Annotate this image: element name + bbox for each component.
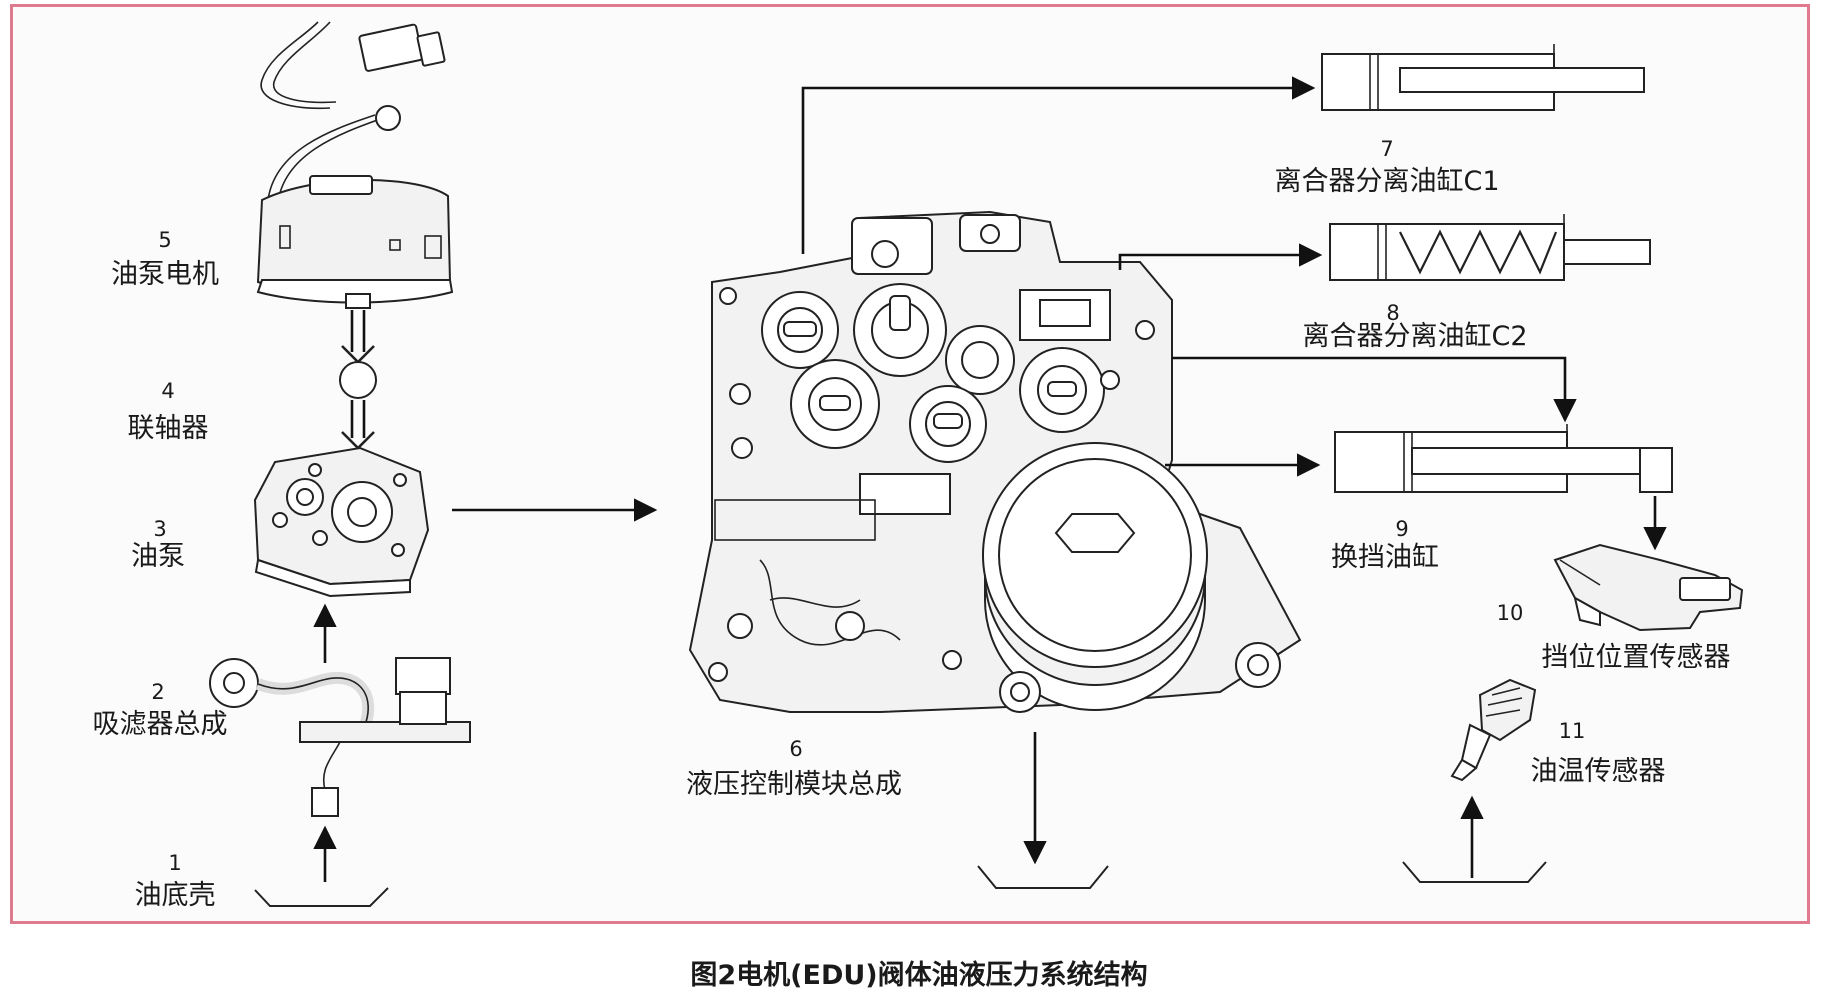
component-5-number: 5 (158, 228, 171, 252)
oil-sump-symbol-center (977, 865, 1109, 889)
shaft-arrow-top (341, 310, 375, 364)
component-4-number: 4 (161, 379, 174, 403)
component-1-label: 油底壳 (135, 880, 216, 911)
gear-position-sensor-drawing (1553, 543, 1744, 632)
component-10-label: 挡位位置传感器 (1542, 642, 1731, 673)
flow-arrow-module-to-shift (1172, 356, 1577, 423)
shift-cylinder-drawing (1334, 424, 1673, 493)
component-7-number: 7 (1380, 137, 1393, 161)
component-5-label: 油泵电机 (111, 259, 219, 290)
component-7-label: 离合器分离油缸C1 (1274, 166, 1499, 197)
component-11-label: 油温传感器 (1531, 756, 1666, 787)
shaft-arrow-bottom (341, 400, 375, 450)
oil-sump-symbol (254, 887, 389, 907)
coupling-drawing (339, 361, 377, 399)
component-8-label: 离合器分离油缸C2 (1302, 321, 1527, 352)
component-3-number: 3 (153, 517, 166, 541)
component-2-label: 吸滤器总成 (93, 709, 228, 740)
suction-filter-drawing (209, 657, 471, 817)
oil-sump-symbol-right (1402, 861, 1547, 883)
component-10-number: 10 (1497, 601, 1524, 625)
component-2-number: 2 (151, 680, 164, 704)
oil-pump-motor-drawing (256, 21, 454, 309)
oil-temperature-sensor-drawing (1450, 678, 1537, 782)
component-8-number: 8 (1386, 301, 1399, 325)
clutch-cylinder-c2-drawing (1329, 214, 1651, 281)
flow-arrow-module-to-c1 (801, 76, 1316, 254)
component-9-number: 9 (1395, 517, 1408, 541)
component-4-label: 联轴器 (128, 413, 209, 444)
component-6-label: 液压控制模块总成 (686, 769, 902, 800)
hydraulic-control-module-drawing (688, 210, 1302, 713)
component-3-label: 油泵 (131, 541, 185, 572)
component-1-number: 1 (168, 851, 181, 875)
flow-arrow-module-to-c2 (1118, 243, 1323, 270)
component-9-label: 换挡油缸 (1331, 542, 1439, 573)
figure-caption: 图2电机(EDU)阀体油液压力系统结构 (690, 959, 1147, 991)
component-6-number: 6 (789, 737, 802, 761)
component-11-number: 11 (1559, 719, 1586, 743)
clutch-cylinder-c1-drawing (1321, 44, 1645, 111)
oil-pump-drawing (253, 446, 430, 598)
